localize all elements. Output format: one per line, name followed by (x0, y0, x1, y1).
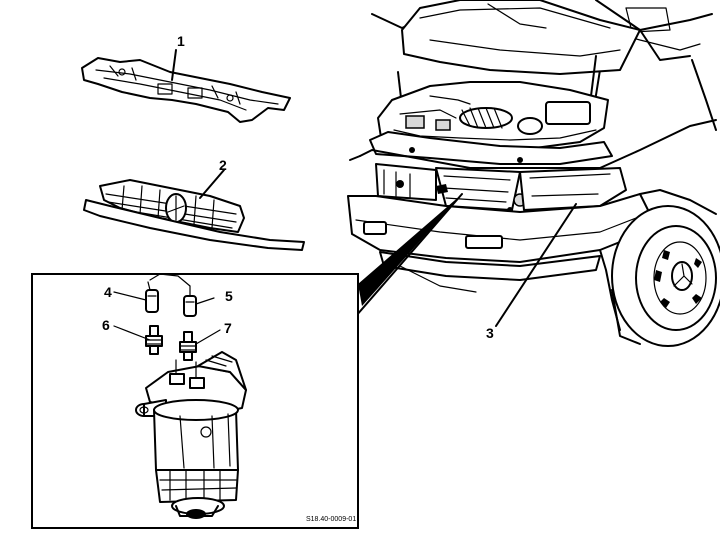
callout-2: 2 (219, 157, 227, 173)
inset-pointer (355, 193, 463, 317)
part-1-cross-member (81, 49, 291, 123)
callouts: 1 2 3 4 5 6 7 (102, 33, 494, 341)
callout-5: 5 (225, 288, 233, 304)
callout-6: 6 (102, 317, 110, 333)
vehicle-front (347, 0, 720, 347)
part-2-radiator-grille (83, 169, 305, 251)
callout-1: 1 (177, 33, 185, 49)
drawing-code: S18.40-0009-01 (306, 516, 356, 523)
callout-7: 7 (224, 320, 232, 336)
callout-4: 4 (104, 284, 112, 300)
callout-3: 3 (486, 325, 494, 341)
detail-inset: S18.40-0009-01 (31, 273, 359, 529)
